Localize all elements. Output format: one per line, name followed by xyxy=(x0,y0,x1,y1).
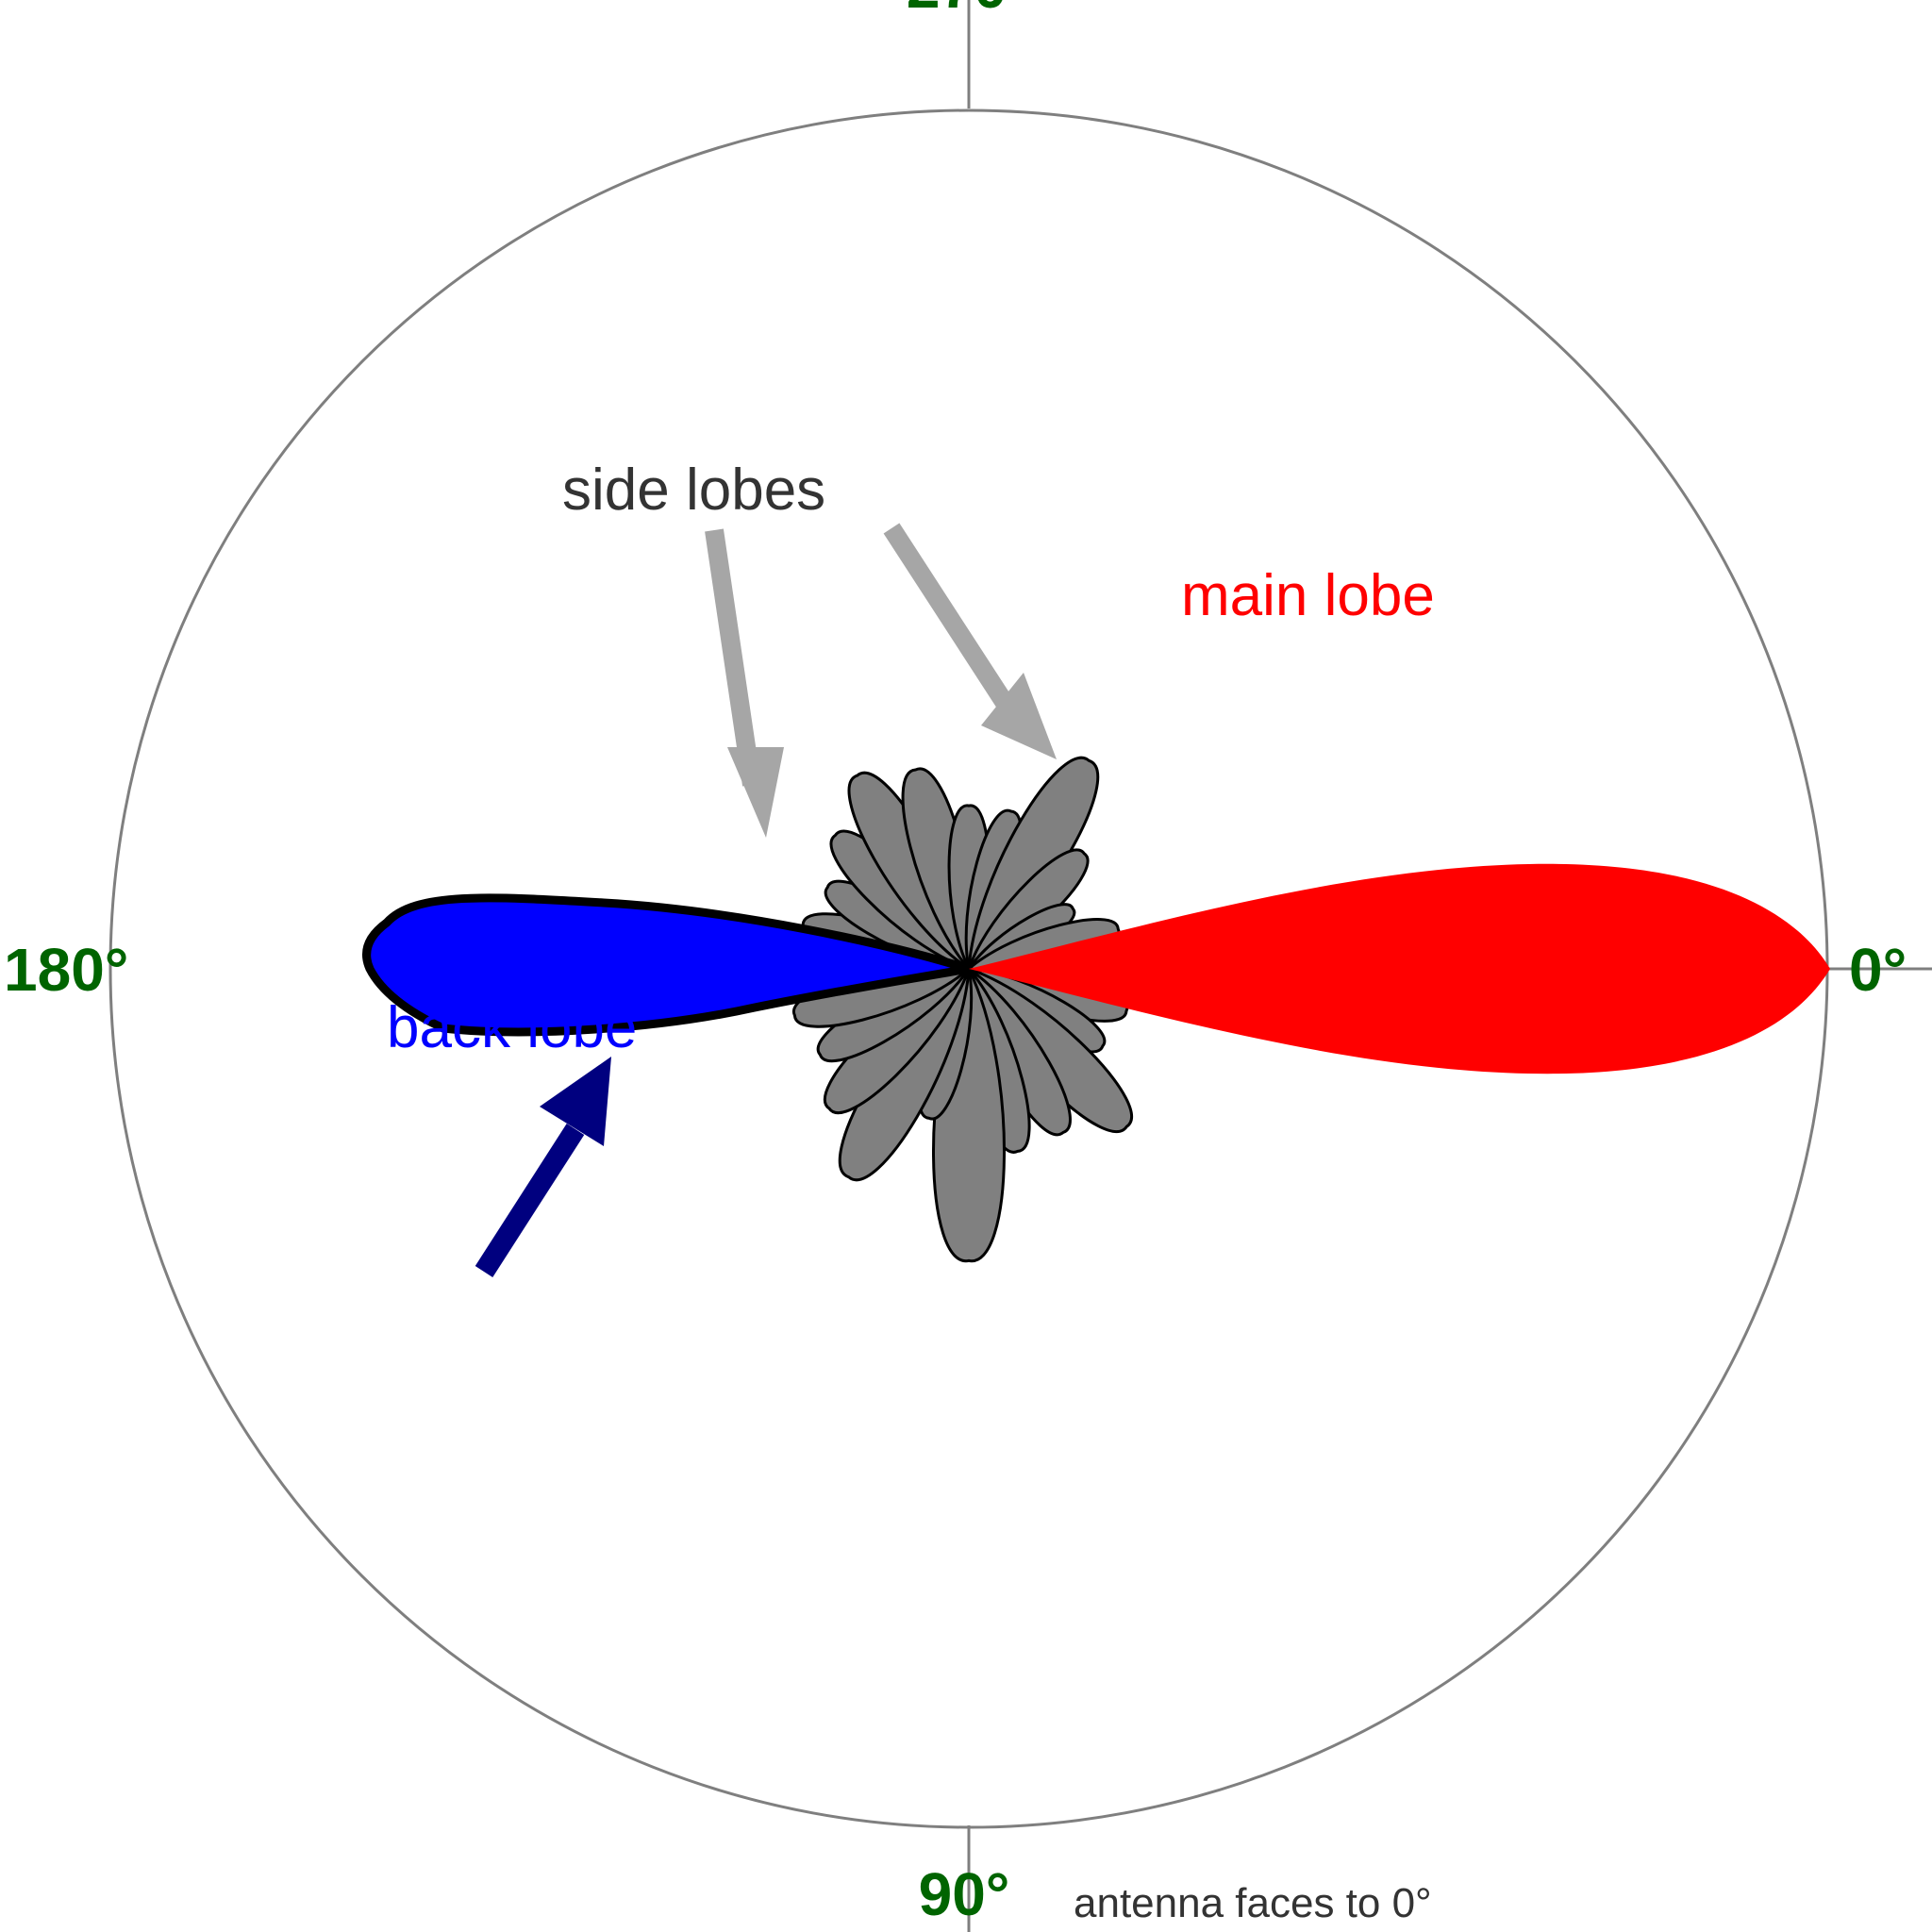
back-lobe xyxy=(362,893,974,1037)
angle-label-0: 0° xyxy=(1849,936,1907,1004)
side-lobes-label: side lobes xyxy=(562,458,825,523)
back-lobe-arrow xyxy=(475,1057,611,1277)
side-lobes-group xyxy=(792,757,1133,1262)
angle-label-90: 90° xyxy=(919,1860,1010,1928)
side-lobe-arrow-right xyxy=(883,523,1057,759)
back-lobe-label: back lobe xyxy=(387,995,637,1060)
angle-label-180: 180° xyxy=(4,936,128,1004)
main-lobe xyxy=(969,863,1830,1074)
orientation-note: antenna faces to 0° xyxy=(1074,1880,1432,1926)
angle-label-270: 270° xyxy=(907,0,1031,21)
main-lobe-label: main lobe xyxy=(1181,563,1435,628)
side-lobe-arrow-left xyxy=(705,528,784,838)
